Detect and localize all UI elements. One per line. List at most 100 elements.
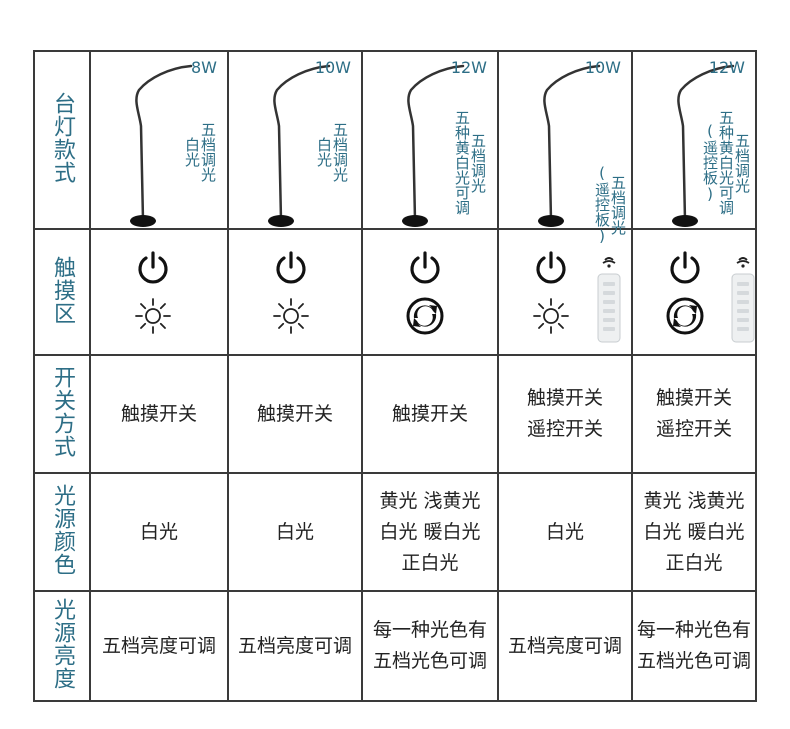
row-header-touch-area: 触摸区 bbox=[33, 228, 91, 356]
cell-text: 五档亮度可调 bbox=[499, 631, 631, 662]
lamp-figure: 8W 白光五档调光 bbox=[91, 52, 227, 228]
cell-text: 白光 bbox=[499, 517, 631, 548]
lamp-feature-label: 五种黄白光可调 bbox=[717, 110, 735, 215]
cell-text: 触摸开关 bbox=[363, 399, 497, 430]
color-cell: 白光 bbox=[497, 472, 633, 592]
remote-control-icon bbox=[597, 257, 621, 343]
touch-area-icons bbox=[499, 230, 631, 354]
lamp-cell-2: 10W 白光五档调光 bbox=[227, 50, 363, 230]
cell-line: 遥控开关 bbox=[655, 418, 732, 440]
cell-line: 五档光色可调 bbox=[372, 650, 487, 672]
lamp-cell-3: 12W 五种黄白光可调五档调光 bbox=[361, 50, 499, 230]
lamp-wattage: 10W bbox=[314, 58, 351, 77]
switch-cell: 触摸开关 bbox=[361, 354, 499, 474]
cell-line: 黄光 浅黄光 bbox=[379, 489, 481, 512]
brightness-cell: 每一种光色有五档光色可调 bbox=[631, 590, 757, 702]
row-touch-area: 触摸区 bbox=[33, 228, 757, 356]
lamp-feature-labels: 白光五档调光 bbox=[183, 122, 217, 182]
cell-line: 触摸开关 bbox=[391, 402, 468, 425]
touch-cell-4 bbox=[497, 228, 633, 356]
lamp-cell-4: 10W (遥控板)五档调光 bbox=[497, 50, 633, 245]
touch-area-icons bbox=[633, 230, 755, 354]
touch-cell-1 bbox=[89, 228, 229, 356]
cell-line: 正白光 bbox=[665, 551, 723, 574]
lamp-figure: 10W (遥控板)五档调光 bbox=[499, 52, 631, 245]
cell-text: 五档亮度可调 bbox=[229, 631, 361, 662]
cell-line: 触摸开关 bbox=[526, 387, 603, 409]
lamp-feature-labels: 五种黄白光可调五档调光 bbox=[453, 110, 487, 215]
lamp-feature-labels: (遥控板)五档调光 bbox=[593, 164, 627, 245]
switch-cell: 触摸开关 bbox=[89, 354, 229, 474]
cell-text: 每一种光色有五档光色可调 bbox=[633, 615, 755, 677]
floor-lamp-icon bbox=[538, 64, 601, 227]
touch-cell-5 bbox=[631, 228, 757, 356]
cell-line: 白光 暖白光 bbox=[379, 520, 481, 543]
power-icon bbox=[138, 251, 168, 284]
lamp-feature-labels: 白光五档调光 bbox=[315, 122, 349, 182]
brightness-cell: 五档亮度可调 bbox=[227, 590, 363, 702]
cell-text: 触摸开关遥控开关 bbox=[499, 383, 631, 445]
cell-text: 白光 bbox=[229, 517, 361, 548]
cell-line: 每一种光色有 bbox=[636, 619, 751, 641]
switch-cell: 触摸开关遥控开关 bbox=[497, 354, 633, 474]
cell-text: 黄光 浅黄光白光 暖白光正白光 bbox=[363, 486, 497, 579]
cell-text: 每一种光色有五档光色可调 bbox=[363, 615, 497, 677]
lamp-feature-labels: (遥控板)五种黄白光可调五档调光 bbox=[701, 110, 751, 215]
lamp-wattage: 8W bbox=[191, 58, 217, 77]
cell-line: 正白光 bbox=[401, 551, 459, 574]
cell-line: 白光 bbox=[139, 520, 178, 543]
switch-cell: 触摸开关 bbox=[227, 354, 363, 474]
touch-area-icons bbox=[363, 230, 497, 354]
cell-line: 五档亮度可调 bbox=[507, 634, 622, 657]
lamp-feature-label: 五档调光 bbox=[199, 122, 217, 182]
cell-text: 触摸开关 bbox=[91, 399, 227, 430]
cell-line: 黄光 浅黄光 bbox=[643, 489, 745, 512]
row-header-switch-mode: 开关方式 bbox=[33, 354, 91, 474]
sun-icon bbox=[533, 298, 569, 334]
cell-line: 白光 bbox=[275, 520, 314, 543]
cell-line: 白光 bbox=[545, 520, 584, 543]
brightness-cell: 五档亮度可调 bbox=[89, 590, 229, 702]
row-switch-mode: 开关方式 触摸开关 触摸开关 触摸开关 触摸开关遥控开关 触摸开关遥控开关 bbox=[33, 354, 757, 474]
touch-cell-3 bbox=[361, 228, 499, 356]
cell-text: 五档亮度可调 bbox=[91, 631, 227, 662]
lamp-feature-label: 五档调光 bbox=[733, 132, 751, 193]
floor-lamp-icon bbox=[130, 64, 193, 227]
lamp-figure: 10W 白光五档调光 bbox=[229, 52, 361, 228]
switch-cell: 触摸开关遥控开关 bbox=[631, 354, 757, 474]
lamp-figure: 12W 五种黄白光可调五档调光 bbox=[363, 52, 497, 228]
brightness-cell: 五档亮度可调 bbox=[497, 590, 633, 702]
lamp-figure: 12W (遥控板)五种黄白光可调五档调光 bbox=[633, 52, 755, 228]
lamp-feature-label: 五种黄白光可调 bbox=[453, 110, 471, 215]
cell-line: 每一种光色有 bbox=[372, 619, 487, 641]
cell-line: 遥控开关 bbox=[526, 418, 603, 440]
cell-text: 黄光 浅黄光白光 暖白光正白光 bbox=[633, 486, 755, 579]
cell-line: 触摸开关 bbox=[256, 402, 333, 425]
cell-text: 白光 bbox=[91, 517, 227, 548]
color-cell: 黄光 浅黄光白光 暖白光正白光 bbox=[631, 472, 757, 592]
cell-line: 五档亮度可调 bbox=[237, 634, 352, 657]
color-cell: 黄光 浅黄光白光 暖白光正白光 bbox=[361, 472, 499, 592]
lamp-feature-label: 五档调光 bbox=[609, 174, 627, 235]
lamp-feature-label: 白光 bbox=[183, 137, 201, 167]
row-brightness: 光源亮度 五档亮度可调 五档亮度可调 每一种光色有五档光色可调 五档亮度可调 每… bbox=[33, 590, 757, 702]
row-header-brightness: 光源亮度 bbox=[33, 590, 91, 702]
cycle-icon bbox=[406, 297, 444, 335]
touch-cell-2 bbox=[227, 228, 363, 356]
floor-lamp-icon bbox=[672, 64, 735, 227]
color-cell: 白光 bbox=[227, 472, 363, 592]
lamp-wattage: 10W bbox=[584, 58, 621, 77]
lamp-cell-5: 12W (遥控板)五种黄白光可调五档调光 bbox=[631, 50, 757, 230]
lamp-wattage: 12W bbox=[450, 58, 487, 77]
sun-icon bbox=[135, 298, 171, 334]
lamp-wattage: 12W bbox=[708, 58, 745, 77]
power-icon bbox=[410, 251, 440, 284]
lamp-feature-label: 五档调光 bbox=[331, 122, 349, 182]
cell-line: 五档亮度可调 bbox=[101, 634, 216, 657]
sun-icon bbox=[273, 298, 309, 334]
lamp-feature-label: (遥控板) bbox=[593, 164, 611, 245]
touch-area-icons bbox=[91, 230, 227, 354]
remote-control-icon bbox=[731, 257, 755, 343]
